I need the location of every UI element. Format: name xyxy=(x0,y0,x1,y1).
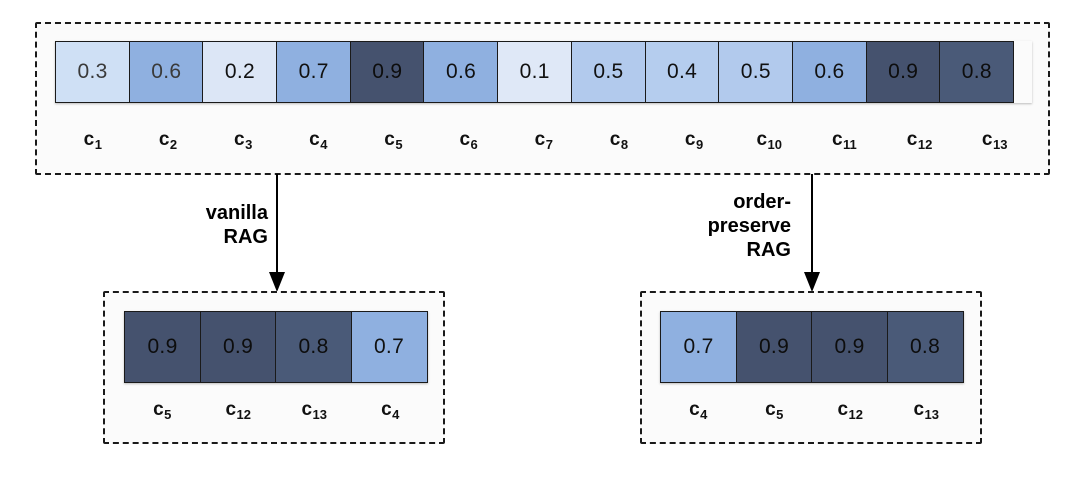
chunk-cell: 0.9 xyxy=(349,41,425,103)
chunk-cell: 0.7 xyxy=(350,311,428,383)
chunk-cell: 0.1 xyxy=(497,41,573,103)
chunk-cell: 0.9 xyxy=(811,311,888,383)
chunk-cell: 0.5 xyxy=(570,41,646,103)
vanilla-rag-arrow xyxy=(269,174,285,292)
chunk-cell: 0.9 xyxy=(735,311,813,383)
order-preserve-rag-label: order- preserve RAG xyxy=(707,191,791,261)
chunk-cell: 0.6 xyxy=(128,41,204,103)
chunk-cell: 0.9 xyxy=(124,311,201,383)
chunk-cell: 0.9 xyxy=(865,41,941,103)
chunk-cell: 0.7 xyxy=(276,41,352,103)
chunk-cell: 0.8 xyxy=(275,311,352,383)
chunk-cell: 0.7 xyxy=(660,311,737,383)
chunk-cell: 0.9 xyxy=(199,311,277,383)
order-preserve-rag-arrow xyxy=(804,174,820,292)
chunk-cell: 0.4 xyxy=(644,41,720,103)
chunk-cell: 0.6 xyxy=(791,41,868,103)
chunk-cell: 0.5 xyxy=(718,41,794,103)
chunk-cell: 0.3 xyxy=(55,41,131,103)
vanilla-rag-label: vanilla RAG xyxy=(205,202,268,248)
chunk-cell: 0.8 xyxy=(939,41,1015,103)
chunk-cell: 0.6 xyxy=(423,41,499,103)
chunk-cell: 0.2 xyxy=(202,41,278,103)
chunk-cell: 0.8 xyxy=(886,311,964,383)
